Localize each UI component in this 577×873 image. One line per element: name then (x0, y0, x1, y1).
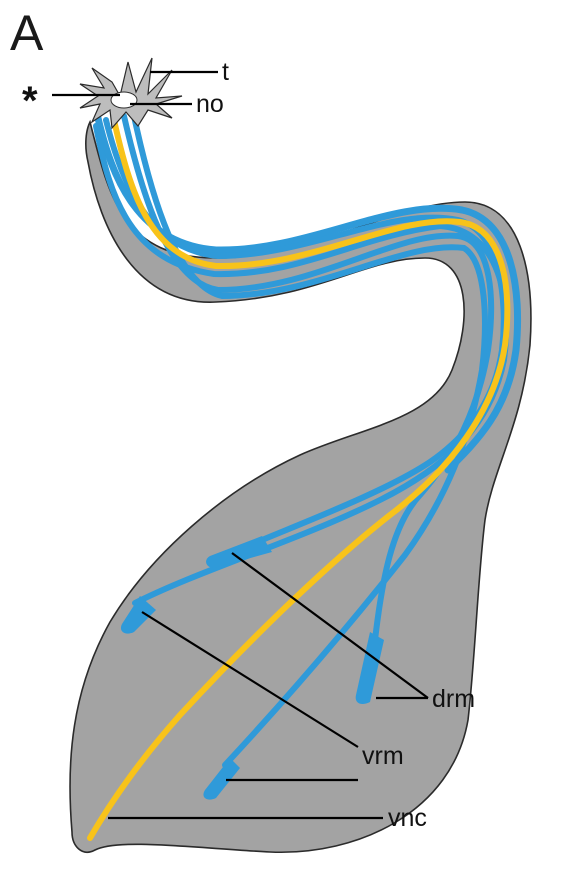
label-no: no (196, 90, 224, 118)
label-asterisk: * (22, 79, 38, 123)
label-vrm: vrm (362, 742, 404, 770)
tentacle-crown (80, 58, 182, 128)
label-t: t (222, 58, 229, 86)
label-vnc: vnc (388, 804, 427, 832)
label-drm: drm (432, 685, 475, 713)
panel-letter: A (10, 5, 44, 61)
